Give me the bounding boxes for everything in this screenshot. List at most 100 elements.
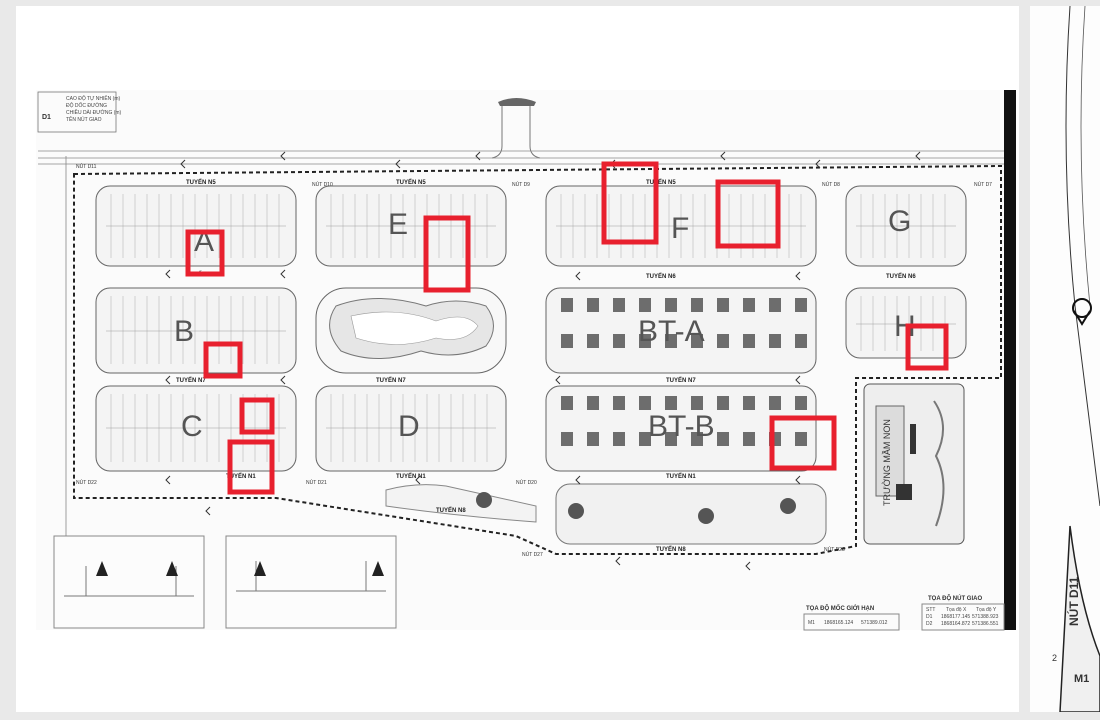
street-n5-a: TUYẾN N5 <box>186 179 216 186</box>
villa <box>769 334 781 348</box>
villa <box>743 432 755 446</box>
table-row-2-id: D2 <box>926 621 933 627</box>
street-n1-a: TUYẾN N1 <box>226 473 256 480</box>
direction-arrow <box>615 556 621 566</box>
node-d8: NÚT D8 <box>822 181 840 188</box>
zone-d: D <box>398 410 420 443</box>
entrance-gate <box>491 98 541 159</box>
villa <box>639 298 651 312</box>
direction-arrow <box>165 375 171 385</box>
kindergarten: TRƯỜNG MẦM NON <box>863 383 965 545</box>
direction-arrow <box>205 506 211 516</box>
marker-c-2 <box>227 439 275 495</box>
villa <box>717 396 729 410</box>
street-n5-b: TUYẾN N5 <box>396 179 426 186</box>
villa <box>665 396 677 410</box>
table-header-x: Tọa độ X <box>946 607 967 613</box>
node-d27: NÚT D27 <box>522 551 543 558</box>
marker-f-2 <box>715 179 781 249</box>
boundary-table-title: TỌA ĐỘ MỐC GIỚI HẠN <box>806 604 874 612</box>
road-network <box>38 150 1004 566</box>
coordinate-tables: TỌA ĐỘ MỐC GIỚI HẠN TỌA ĐỘ NÚT GIAO STT … <box>803 594 1005 631</box>
zone-b: B <box>174 315 194 348</box>
villa <box>795 432 807 446</box>
street-n7-b: TUYẾN N7 <box>376 377 406 384</box>
table-row-1-x: 1868177.145 <box>941 614 970 620</box>
zone-e: E <box>388 208 408 241</box>
table-row-0-x: 1868165.124 <box>824 620 853 626</box>
node-d22: NÚT D22 <box>76 479 97 486</box>
second-photo-preview: NÚT D11 M1 2 <box>1030 6 1100 712</box>
cross-sections <box>53 535 397 629</box>
side-number: 2 <box>1052 653 1057 663</box>
direction-arrow <box>745 561 751 571</box>
table-row-1-y: 571388.923 <box>972 614 999 620</box>
villa <box>743 396 755 410</box>
table-header-y: Tọa độ Y <box>976 607 997 613</box>
intersection-table-title: TỌA ĐỘ NÚT GIAO <box>928 594 982 602</box>
school-label: TRƯỜNG MẦM NON <box>882 419 892 506</box>
table-header-stt: STT <box>926 607 935 613</box>
villa <box>587 396 599 410</box>
villa <box>587 334 599 348</box>
villa <box>665 298 677 312</box>
project-boundary <box>73 164 1002 555</box>
villa <box>691 334 703 348</box>
marker-c-1 <box>239 397 275 435</box>
side-node-label: NÚT D11 <box>1066 576 1081 626</box>
direction-arrow <box>415 475 421 485</box>
central-park <box>329 298 494 359</box>
street-n8-b: TUYẾN N8 <box>436 507 466 514</box>
marker-a <box>185 229 225 277</box>
villa <box>743 298 755 312</box>
villa-houses <box>561 298 807 446</box>
direction-arrow <box>575 271 581 281</box>
direction-arrow <box>815 159 821 169</box>
direction-arrow <box>165 269 171 279</box>
zone-btb: BT-B <box>648 410 715 443</box>
villa <box>613 396 625 410</box>
marker-e <box>423 215 471 293</box>
villa <box>587 298 599 312</box>
villa <box>613 298 625 312</box>
direction-arrows <box>165 151 921 571</box>
villa <box>717 432 729 446</box>
node-d7: NÚT D7 <box>974 181 992 188</box>
direction-arrow <box>165 475 171 485</box>
site-plan-drawing: CAO ĐỘ TỰ NHIÊN (m) ĐỘ DỐC ĐƯỜNG CHIỀU D… <box>16 6 1019 712</box>
villa <box>613 432 625 446</box>
villa <box>717 298 729 312</box>
direction-arrow <box>795 375 801 385</box>
direction-arrow <box>795 271 801 281</box>
table-row-0-y: 571389.012 <box>861 620 888 626</box>
node-d10: NÚT D10 <box>312 181 333 188</box>
street-labels: TUYẾN N5 TUYẾN N5 TUYẾN N5 TUYẾN N6 TUYẾ… <box>176 179 916 553</box>
node-labels: NÚT D11 NÚT D10 NÚT D9 NÚT D8 NÚT D7 NÚT… <box>76 163 992 558</box>
table-row-0-id: M1 <box>808 620 815 626</box>
marker-b <box>203 341 243 379</box>
legend-line-3: CHIỀU DÀI ĐƯỜNG (m) <box>66 109 122 116</box>
zone-g: G <box>888 205 911 238</box>
street-n1-c: TUYẾN N1 <box>666 473 696 480</box>
villa <box>691 432 703 446</box>
direction-arrow <box>280 269 286 279</box>
villa <box>795 334 807 348</box>
street-n6-c: TUYẾN N6 <box>886 273 916 280</box>
street-n5-c: TUYẾN N5 <box>646 179 676 186</box>
legend-box: CAO ĐỘ TỰ NHIÊN (m) ĐỘ DỐC ĐƯỜNG CHIỀU D… <box>37 91 122 133</box>
villa <box>691 396 703 410</box>
bottom-park <box>385 483 827 545</box>
site-plan-photo: CAO ĐỘ TỰ NHIÊN (m) ĐỘ DỐC ĐƯỜNG CHIỀU D… <box>16 6 1019 712</box>
street-n1-b: TUYẾN N1 <box>396 473 426 480</box>
node-d11: NÚT D11 <box>76 163 97 170</box>
direction-arrow <box>395 159 401 169</box>
street-n7-a: TUYẾN N7 <box>176 377 206 384</box>
villa <box>795 396 807 410</box>
direction-arrow <box>180 159 186 169</box>
direction-arrow <box>475 151 481 161</box>
villa <box>743 334 755 348</box>
zone-c: C <box>181 410 203 443</box>
villa <box>665 432 677 446</box>
villa <box>587 432 599 446</box>
villa <box>795 298 807 312</box>
